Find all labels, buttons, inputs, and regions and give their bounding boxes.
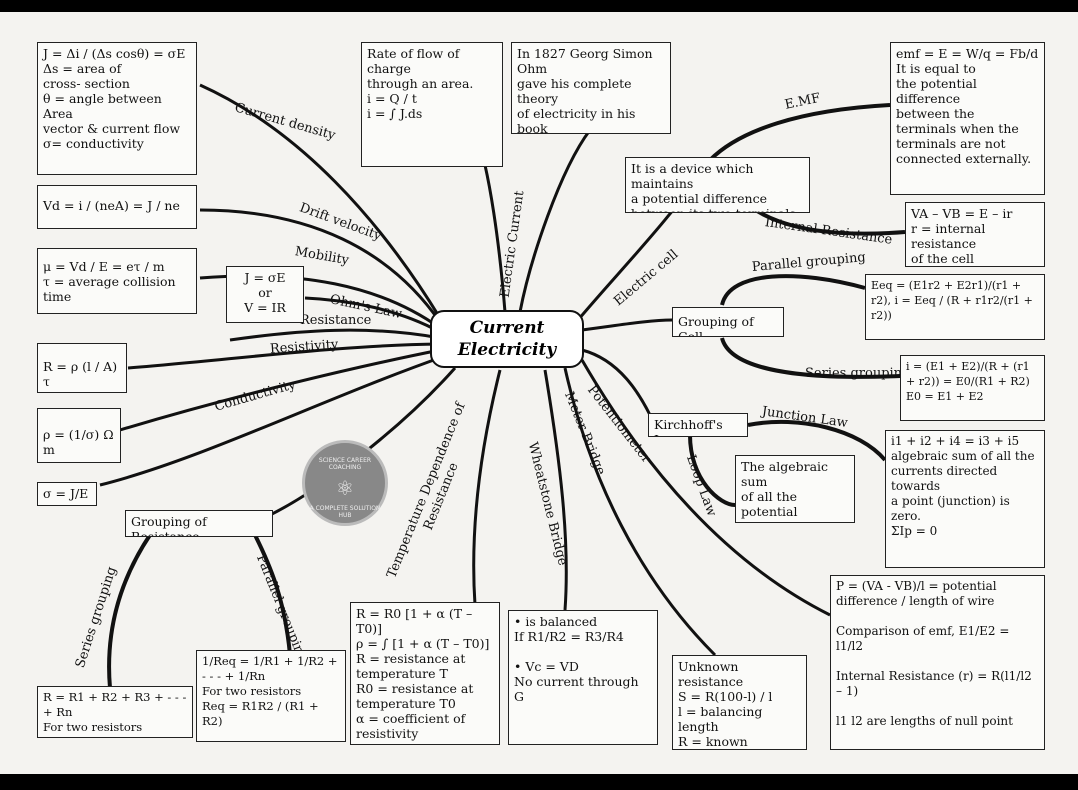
line-emf [708, 103, 891, 162]
line-loop [688, 434, 736, 507]
line-potentiometer [580, 359, 831, 617]
box-current-density: J = Δi / (Δs cosθ) = σE Δs = area of cro… [37, 42, 197, 175]
box-grouping-of-cell: Grouping of Cell [672, 307, 784, 337]
line-meter-bridge [563, 367, 717, 657]
central-topic-line1: Current [469, 318, 545, 338]
label-resistance: Resistance [300, 313, 372, 328]
line-resistivity [127, 342, 441, 370]
line-wheatstone [543, 369, 568, 611]
box-cell-definition: It is a device which maintains a potenti… [625, 157, 810, 213]
box-meter-bridge: Unknown resistance S = R(100-l) / l l = … [672, 655, 807, 750]
box-loop-law: The algebraic sum of all the potential d… [735, 455, 855, 523]
line-current-density [199, 83, 442, 319]
line-parallel-cells [720, 274, 866, 306]
box-series-cells: i = (E1 + E2)/(R + (r1 + r2)) = E0/(R1 +… [900, 355, 1045, 421]
box-temperature-dependence: R = R0 [1 + α (T – T0)] ρ = ∫ [1 + α (T … [350, 602, 500, 745]
box-parallel-resistors: 1/Req = 1/R1 + 1/R2 + - - - + 1/Rn For t… [196, 650, 346, 742]
central-topic-line2: Electricity [457, 340, 557, 360]
logo-subtext: A COMPLETE SOLUTION HUB [309, 505, 381, 519]
line-resistance [229, 328, 441, 342]
line-ohms-law [304, 296, 441, 334]
box-wheatstone-bridge: • is balanced If R1/R2 = R3/R4 • Vc = VD… [508, 610, 658, 745]
box-drift-velocity: Vd = i / (neA) = J / ne [37, 185, 197, 229]
box-mobility: μ = Vd / E = eτ / m τ = average collisio… [37, 248, 197, 314]
box-potentiometer: P = (VA - VB)/l = potential difference /… [830, 575, 1045, 750]
line-drift-velocity [199, 208, 442, 323]
central-topic: Current Electricity [430, 310, 584, 368]
box-emf: emf = E = W/q = Fb/d It is equal to the … [890, 42, 1045, 195]
box-resistivity: ρ = (1/σ) Ω m [37, 408, 121, 463]
label-series-grouping: Series grouping [805, 366, 911, 381]
logo-text: SCIENCE CAREER COACHING [318, 457, 372, 471]
box-series-resistors: R = R1 + R2 + R3 + - - - + Rn For two re… [37, 686, 193, 738]
line-junction [747, 419, 887, 462]
line-conductivity-2 [99, 354, 446, 487]
logo-emblem-icon: ⚛ [336, 476, 354, 500]
line-ohm-history [518, 129, 592, 313]
coaching-logo: SCIENCE CAREER COACHING ⚛ A COMPLETE SOL… [302, 440, 388, 526]
line-series-cells [720, 337, 901, 379]
line-grouping-cell [581, 318, 673, 332]
box-kirchhoffs-law: Kirchhoff's Law [648, 413, 748, 437]
line-res-series [107, 533, 152, 689]
box-parallel-cells: Eeq = (E1r2 + E2r1)/(r1 + r2), i = Eeq /… [865, 274, 1045, 340]
box-ohms-law: J = σE or V = IR [226, 266, 304, 323]
box-grouping-of-resistance: Grouping of Resistance [125, 510, 273, 537]
box-internal-resistance: VA – VB = E – ir r = internal resistance… [905, 202, 1045, 267]
box-rate-of-flow: Rate of flow of charge through an area. … [361, 42, 503, 167]
line-kirchhoff [581, 348, 652, 416]
box-conductivity: σ = J/E [37, 482, 97, 506]
box-ohm-history: In 1827 Georg Simon Ohm gave his complet… [511, 42, 671, 134]
bottom-black-bar [0, 774, 1078, 790]
box-junction-law: i1 + i2 + i4 = i3 + i5 algebraic sum of … [885, 430, 1045, 568]
line-res-parallel [253, 534, 292, 656]
line-conductivity [119, 348, 441, 432]
line-temperature [472, 369, 502, 606]
top-black-bar [0, 0, 1078, 12]
box-resistance: R = ρ (l / A) τ [37, 343, 127, 393]
